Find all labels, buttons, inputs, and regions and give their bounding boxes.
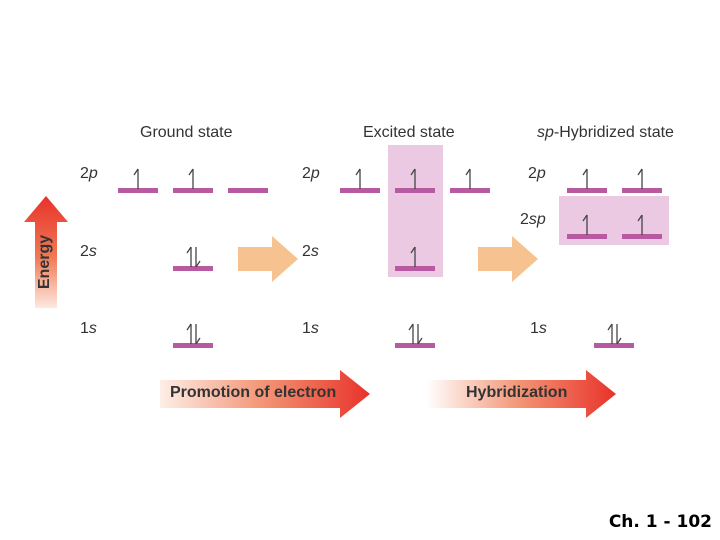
orbital-hybrid-2p-2 xyxy=(622,168,662,193)
orbital-line xyxy=(173,188,213,193)
electron-arrows xyxy=(465,168,471,189)
orbital-excited-2s xyxy=(395,246,435,271)
sp-title-rest: -Hybridized state xyxy=(553,124,674,141)
electron-up-arrow xyxy=(133,168,139,189)
energy-label: Energy xyxy=(36,234,53,290)
orbital-line xyxy=(622,188,662,193)
electron-up-arrow xyxy=(637,168,643,189)
electron-arrows xyxy=(188,168,194,189)
orbital-hybrid-1s xyxy=(594,323,634,348)
orbital-line xyxy=(395,188,435,193)
electron-up-arrow xyxy=(410,246,416,267)
orbital-line xyxy=(173,343,213,348)
electron-arrows xyxy=(133,168,139,189)
label-1s-excited: 1s xyxy=(302,320,319,337)
orbital-ground-2s xyxy=(173,246,213,271)
orbital-ground-1s xyxy=(173,323,213,348)
orbital-line xyxy=(594,343,634,348)
electron-arrows xyxy=(410,246,416,267)
electron-up-arrow xyxy=(355,168,361,189)
hybridization-block-arrow xyxy=(478,236,538,282)
electron-up-arrow xyxy=(582,214,588,235)
orbital-ground-2p-2 xyxy=(173,168,213,193)
label-2s-ground: 2s xyxy=(80,243,97,260)
electron-up-arrow xyxy=(582,168,588,189)
orbital-line xyxy=(118,188,158,193)
orbital-excited-2p-3 xyxy=(450,168,490,193)
promotion-block-arrow xyxy=(238,236,298,282)
label-2p-excited: 2p xyxy=(302,165,320,182)
electron-arrows xyxy=(607,323,622,345)
orbital-hybrid-2sp-1 xyxy=(567,214,607,239)
ground-state-title: Ground state xyxy=(140,124,233,141)
electron-up-arrow xyxy=(607,323,613,344)
orbital-excited-2p-2 xyxy=(395,168,435,193)
orbital-ground-2p-1 xyxy=(118,168,158,193)
electron-arrows xyxy=(582,168,588,189)
label-2p-hybrid: 2p xyxy=(528,165,546,182)
orbital-line xyxy=(395,343,435,348)
electron-arrows xyxy=(410,168,416,189)
promotion-process-arrow xyxy=(160,370,370,418)
orbital-ground-2p-3 xyxy=(228,173,268,193)
orbital-line xyxy=(567,188,607,193)
electron-up-arrow xyxy=(408,323,414,344)
label-2sp-hybrid: 2sp xyxy=(520,211,546,228)
electron-up-arrow xyxy=(186,246,192,267)
orbital-line xyxy=(622,234,662,239)
energy-arrow xyxy=(24,196,68,308)
orbital-line xyxy=(340,188,380,193)
orbital-hybrid-2p-1 xyxy=(567,168,607,193)
electron-arrows xyxy=(637,168,643,189)
electron-up-arrow xyxy=(188,168,194,189)
label-1s-ground: 1s xyxy=(80,320,97,337)
electron-up-arrow xyxy=(637,214,643,235)
block-arrow-shape xyxy=(478,236,538,282)
orbital-line xyxy=(450,188,490,193)
label-1s-hybrid: 1s xyxy=(530,320,547,337)
label-2s-excited: 2s xyxy=(302,243,319,260)
electron-down-arrow xyxy=(195,247,201,268)
electron-down-arrow xyxy=(195,324,201,345)
electron-arrows xyxy=(408,323,423,345)
electron-arrows xyxy=(355,168,361,189)
block-arrow-shape xyxy=(238,236,298,282)
electron-down-arrow xyxy=(616,324,622,345)
promotion-label: Promotion of electron xyxy=(170,384,337,401)
electron-arrows xyxy=(637,214,643,235)
electron-arrows xyxy=(582,214,588,235)
orbital-line xyxy=(567,234,607,239)
sp-hybridized-state-title: sp-Hybridized state xyxy=(537,124,674,142)
electron-up-arrow xyxy=(465,168,471,189)
orbital-excited-2p-1 xyxy=(340,168,380,193)
sp-italic: sp xyxy=(537,124,554,141)
excited-state-title: Excited state xyxy=(363,124,455,141)
orbital-hybrid-2sp-2 xyxy=(622,214,662,239)
label-2p-ground: 2p xyxy=(80,165,98,182)
orbital-line xyxy=(173,266,213,271)
electron-arrows xyxy=(186,323,201,345)
electron-up-arrow xyxy=(186,323,192,344)
electron-down-arrow xyxy=(417,324,423,345)
orbital-line xyxy=(228,188,268,193)
hybridization-process-arrow xyxy=(426,370,616,418)
orbital-line xyxy=(395,266,435,271)
hybridization-label: Hybridization xyxy=(466,384,568,401)
orbital-excited-1s xyxy=(395,323,435,348)
electron-up-arrow xyxy=(410,168,416,189)
electron-arrows xyxy=(186,246,201,268)
slide-footer: Ch. 1 - 102 xyxy=(608,512,712,532)
